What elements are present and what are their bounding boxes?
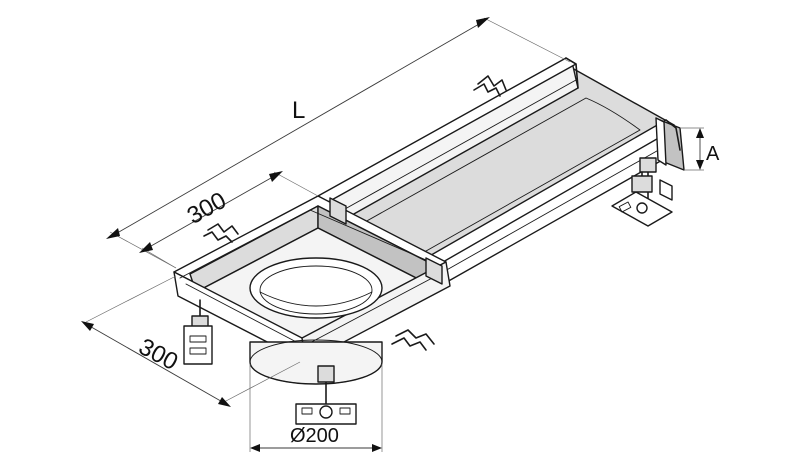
dimension-length: L xyxy=(106,17,571,269)
diameter-label: Ø200 xyxy=(290,425,339,447)
height-label: A xyxy=(706,143,720,165)
leveling-foot-left xyxy=(183,299,213,365)
outlet-pipe xyxy=(249,257,383,385)
dimension-diameter: Ø200 xyxy=(249,364,383,452)
leveling-foot-front xyxy=(295,365,357,425)
width-side-label: 300 xyxy=(134,333,182,376)
length-label: L xyxy=(292,97,305,124)
width-top-label: 300 xyxy=(183,187,231,230)
leveling-foot-right xyxy=(631,171,673,201)
anchor-lugs xyxy=(203,75,507,351)
channel-body xyxy=(317,57,685,288)
dimension-height: A xyxy=(680,127,720,171)
